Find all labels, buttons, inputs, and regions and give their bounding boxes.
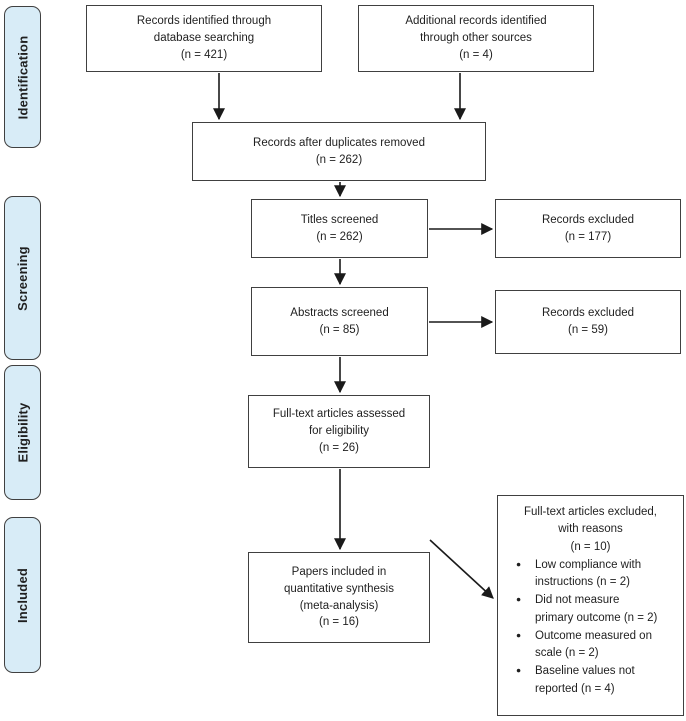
stage-identification-label: Identification [15, 35, 31, 119]
stage-included-label: Included [15, 567, 30, 623]
box-records-excluded-titles: Records excluded (n = 177) [495, 199, 681, 258]
box-records-excluded-abstracts: Records excluded (n = 59) [495, 290, 681, 354]
stage-eligibility-label: Eligibility [15, 402, 31, 463]
arrow-fulltext-to-excluded-reasons [429, 539, 494, 599]
box-titles-screened: Titles screened (n = 262) [251, 199, 428, 258]
exclusion-reasons-list: Low compliance with instructions (n = 2)… [504, 557, 677, 698]
exclusion-reason-item: Outcome measured on scale (n = 2) [516, 628, 677, 663]
box-fulltext-excluded: Full-text articles excluded, with reason… [497, 495, 684, 716]
exclusion-reason-item: Did not measure primary outcome (n = 2) [516, 592, 677, 627]
stage-eligibility: Eligibility [4, 365, 41, 500]
box-records-identified: Records identified through database sear… [86, 5, 322, 72]
exclusion-reason-item: Baseline values not reported (n = 4) [516, 663, 677, 698]
exclusion-reason-item: Low compliance with instructions (n = 2) [516, 557, 677, 592]
box-abstracts-screened: Abstracts screened (n = 85) [251, 287, 428, 356]
stage-screening: Screening [4, 196, 41, 360]
fulltext-excluded-title: Full-text articles excluded, with reason… [524, 506, 657, 553]
stage-included: Included [4, 517, 41, 673]
box-fulltext-assessed: Full-text articles assessed for eligibil… [248, 395, 430, 468]
stage-identification: Identification [4, 6, 41, 148]
box-papers-included: Papers included in quantitative synthesi… [248, 552, 430, 643]
stage-screening-label: Screening [15, 245, 30, 311]
box-duplicates-removed: Records after duplicates removed (n = 26… [192, 122, 486, 181]
box-additional-records: Additional records identified through ot… [358, 5, 594, 72]
